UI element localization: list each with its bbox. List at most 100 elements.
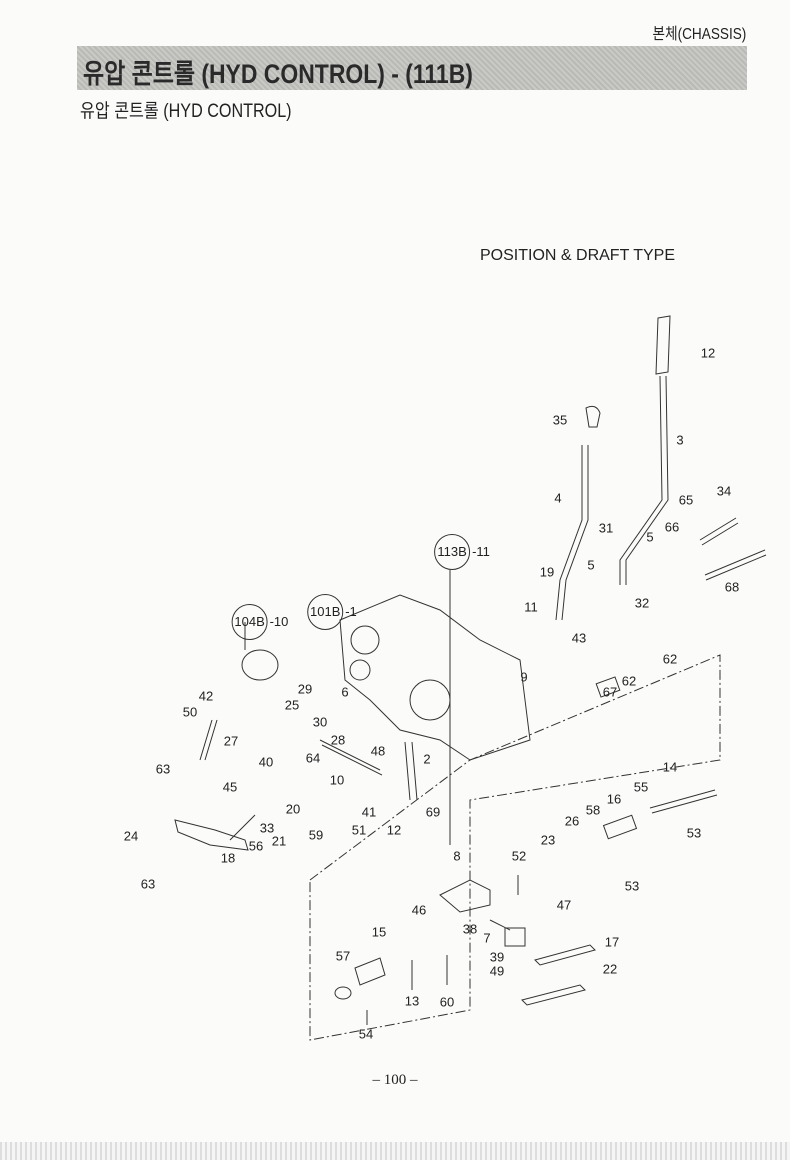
part-number-label: 59 [308, 827, 324, 843]
part-number-label: 62 [621, 673, 637, 689]
part-number-label: 22 [602, 961, 618, 977]
part-number-label: 8 [453, 848, 461, 864]
leader-line [489, 919, 511, 931]
part-number-label: 4 [554, 490, 562, 506]
reference-group-number: 104B [231, 604, 268, 640]
part-number-label: 60 [439, 994, 455, 1010]
part-number-label: 52 [511, 848, 527, 864]
part-number-label: 35 [552, 412, 568, 428]
plate-part [521, 944, 596, 1006]
shaft-part [649, 789, 718, 814]
part-number-label: 63 [155, 761, 171, 777]
part-number-label: 3 [676, 432, 684, 448]
lever-part [619, 375, 669, 585]
part-number-label: 56 [248, 838, 264, 854]
part-number-label: 20 [285, 801, 301, 817]
part-number-label: 5 [646, 529, 654, 545]
part-number-label: 66 [664, 519, 680, 535]
part-number-label: 31 [598, 520, 614, 536]
part-number-label: 25 [284, 697, 300, 713]
part-number-label: 38 [462, 921, 478, 937]
part-number-label: 23 [540, 832, 556, 848]
part-number-label: 49 [489, 963, 505, 979]
title-bar: 유압 콘트롤 (HYD CONTROL) - (111B) [77, 46, 747, 90]
part-number-label: 40 [258, 754, 274, 770]
housing-port [350, 625, 380, 655]
part-number-label: 62 [662, 651, 678, 667]
part-number-label: 11 [524, 599, 538, 615]
part-number-label: 51 [351, 822, 367, 838]
part-number-label: 28 [330, 732, 346, 748]
part-number-label: 68 [724, 579, 740, 595]
part-number-label: 65 [678, 492, 694, 508]
rod-part [319, 739, 383, 776]
part-number-label: 18 [220, 850, 236, 866]
part-number-label: 41 [361, 804, 377, 820]
reference-callout: 101B-1 [307, 594, 357, 630]
assembly-boundary [309, 654, 721, 1041]
part-number-label: 34 [716, 483, 732, 499]
part-number-label: 16 [606, 791, 622, 807]
part-number-label: 53 [686, 825, 702, 841]
reference-part-number: -1 [345, 604, 357, 619]
housing-port [349, 659, 371, 681]
shaft-part [354, 957, 386, 986]
part-number-label: 47 [556, 897, 572, 913]
page-title: 유압 콘트롤 (HYD CONTROL) - (111B) [83, 59, 473, 89]
part-number-label: 33 [259, 820, 275, 836]
knob-part [585, 405, 601, 428]
part-number-label: 53 [624, 878, 640, 894]
part-number-label: 10 [329, 772, 345, 788]
reference-callout: 104B-10 [231, 604, 289, 640]
part-number-label: 24 [123, 828, 139, 844]
part-number-label: 32 [634, 595, 650, 611]
cap-part [241, 649, 279, 681]
shaft-part [602, 814, 638, 840]
housing-bore [409, 679, 451, 721]
part-number-label: 46 [411, 902, 427, 918]
part-number-label: 26 [564, 813, 580, 829]
page-subtitle: 유압 콘트롤 (HYD CONTROL) [80, 101, 292, 122]
part-number-label: 48 [370, 743, 386, 759]
bolt-part [699, 517, 767, 581]
scan-edge [0, 1142, 790, 1160]
part-number-label: 15 [371, 924, 387, 940]
leader-line [366, 875, 519, 1025]
reference-group-number: 113B [434, 534, 471, 570]
part-number-label: 58 [585, 802, 601, 818]
part-number-label: 19 [539, 564, 555, 580]
part-number-label: 17 [604, 934, 620, 950]
reference-callout: 113B-11 [434, 534, 490, 570]
reference-part-number: -10 [269, 614, 289, 629]
part-number-label: 42 [198, 688, 214, 704]
part-number-label: 27 [223, 733, 239, 749]
bracket-part [174, 814, 256, 851]
lever-part [404, 741, 418, 801]
part-number-label: 63 [140, 876, 156, 892]
part-number-label: 12 [700, 345, 716, 361]
part-number-label: 69 [425, 804, 441, 820]
bushing-part [595, 676, 621, 698]
part-number-label: 67 [602, 684, 618, 700]
page-number: – 100 – [372, 1072, 418, 1088]
part-number-label: 43 [571, 630, 587, 646]
part-number-label: 29 [297, 681, 313, 697]
part-number-label: 7 [483, 930, 491, 946]
part-number-label: 5 [587, 557, 595, 573]
part-number-label: 57 [335, 948, 351, 964]
part-number-label: 21 [271, 833, 287, 849]
valve-housing-part [339, 594, 531, 761]
rod-part [199, 719, 218, 761]
lever-part [555, 445, 589, 621]
part-number-label: 2 [423, 751, 431, 767]
part-number-label: 14 [662, 759, 678, 775]
reference-group-number: 101B [307, 594, 344, 630]
part-number-label: 12 [386, 822, 402, 838]
part-number-label: 64 [305, 750, 321, 766]
reference-part-number: -11 [472, 544, 490, 559]
block-part [504, 927, 526, 947]
part-number-label: 45 [222, 779, 238, 795]
bracket-part [439, 879, 491, 913]
